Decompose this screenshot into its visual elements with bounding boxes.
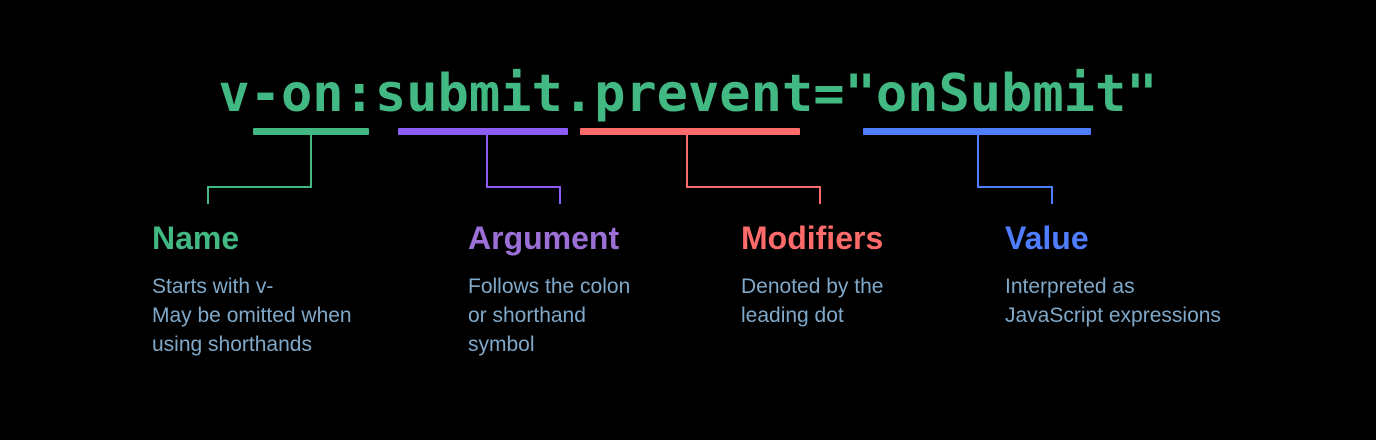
underline-bar-modifiers: [580, 128, 800, 135]
label-description-value: Interpreted as JavaScript expressions: [1005, 275, 1221, 327]
label-title-argument: Argument: [468, 220, 620, 256]
label-column-name: Name Starts with v- May be omitted when …: [152, 218, 352, 359]
label-title-value: Value: [1005, 220, 1089, 256]
underline-bar-name: [253, 128, 369, 135]
label-column-value: Value Interpreted as JavaScript expressi…: [1005, 218, 1221, 330]
label-description-name: Starts with v- May be omitted when using…: [152, 275, 352, 356]
connector-line-value: [977, 135, 1053, 204]
label-title-name: Name: [152, 220, 240, 256]
label-description-modifiers: Denoted by the leading dot: [741, 275, 884, 327]
label-column-argument: Argument Follows the colon or shorthand …: [468, 218, 630, 359]
directive-code-string: v-on:submit.prevent="onSubmit": [218, 64, 1158, 124]
label-column-modifiers: Modifiers Denoted by the leading dot: [741, 218, 883, 330]
label-description-argument: Follows the colon or shorthand symbol: [468, 275, 631, 356]
connector-line-argument: [486, 135, 561, 204]
underline-bar-argument: [398, 128, 568, 135]
label-title-modifiers: Modifiers: [741, 220, 884, 256]
connector-line-modifiers: [686, 135, 821, 204]
connector-line-name: [207, 135, 312, 204]
underline-bar-value: [863, 128, 1091, 135]
